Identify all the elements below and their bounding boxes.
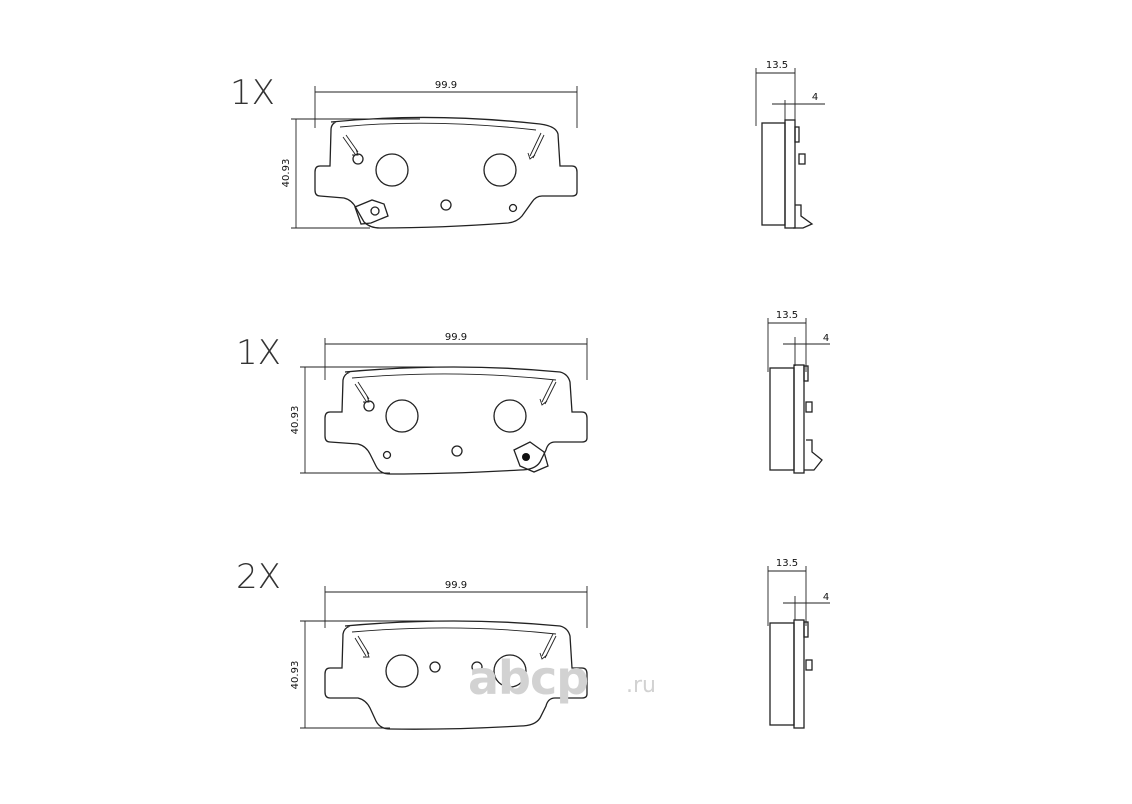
- svg-text:4: 4: [823, 333, 829, 344]
- svg-text:40.93: 40.93: [290, 406, 301, 435]
- pad-drawing-2: 1X 99.9 40.93: [236, 310, 830, 475]
- pin-hole: [429, 661, 441, 673]
- svg-text:.ru: .ru: [626, 673, 656, 698]
- svg-text:abcp: abcp: [468, 651, 588, 705]
- svg-text:13.5: 13.5: [776, 310, 798, 321]
- wear-sensor-icon: [513, 441, 549, 473]
- svg-text:13.5: 13.5: [766, 60, 788, 71]
- mounting-hole: [385, 399, 419, 433]
- mounting-hole: [385, 654, 419, 688]
- pad-drawing-1: 1X 99.9 40.93: [230, 60, 825, 229]
- pin-hole: [471, 661, 483, 673]
- pin-hole: [352, 153, 364, 165]
- direction-arrow-icon: [342, 132, 545, 160]
- pad-outline: [314, 116, 578, 229]
- direction-arrow-icon: [354, 633, 557, 660]
- mounting-hole: [493, 399, 527, 433]
- mounting-hole: [375, 153, 409, 187]
- pad-outline: [324, 366, 588, 475]
- mounting-hole: [493, 654, 527, 688]
- quantity-label: 1X: [230, 73, 275, 113]
- svg-text:99.9: 99.9: [445, 580, 467, 591]
- watermark-logo: abcp .ru: [468, 651, 656, 705]
- pad-outline: [324, 620, 588, 730]
- pin-hole: [440, 199, 452, 211]
- svg-text:99.9: 99.9: [445, 332, 467, 343]
- pin-hole: [382, 450, 392, 460]
- length-dimension: 99.9: [314, 80, 578, 128]
- side-view: 13.5 4: [755, 60, 825, 229]
- length-dimension: 99.9: [324, 332, 588, 380]
- direction-arrow-icon: [354, 379, 557, 406]
- svg-text:4: 4: [812, 92, 818, 103]
- pin-hole: [451, 445, 463, 457]
- svg-text:13.5: 13.5: [776, 558, 798, 569]
- wear-sensor-icon: [354, 199, 389, 225]
- svg-text:40.93: 40.93: [281, 159, 292, 188]
- quantity-label: 1X: [236, 333, 281, 373]
- pad-drawing-3: 2X 99.9 40.93: [236, 557, 830, 730]
- quantity-label: 2X: [236, 557, 281, 597]
- pin-hole: [363, 400, 375, 412]
- side-view: 13.5 4: [767, 310, 830, 474]
- svg-text:4: 4: [823, 592, 829, 603]
- height-dimension: 40.93: [281, 118, 420, 229]
- pin-hole: [508, 203, 518, 213]
- mounting-hole: [483, 153, 517, 187]
- svg-text:99.9: 99.9: [435, 80, 457, 91]
- svg-text:40.93: 40.93: [290, 661, 301, 690]
- side-view: 13.5 4: [767, 558, 830, 729]
